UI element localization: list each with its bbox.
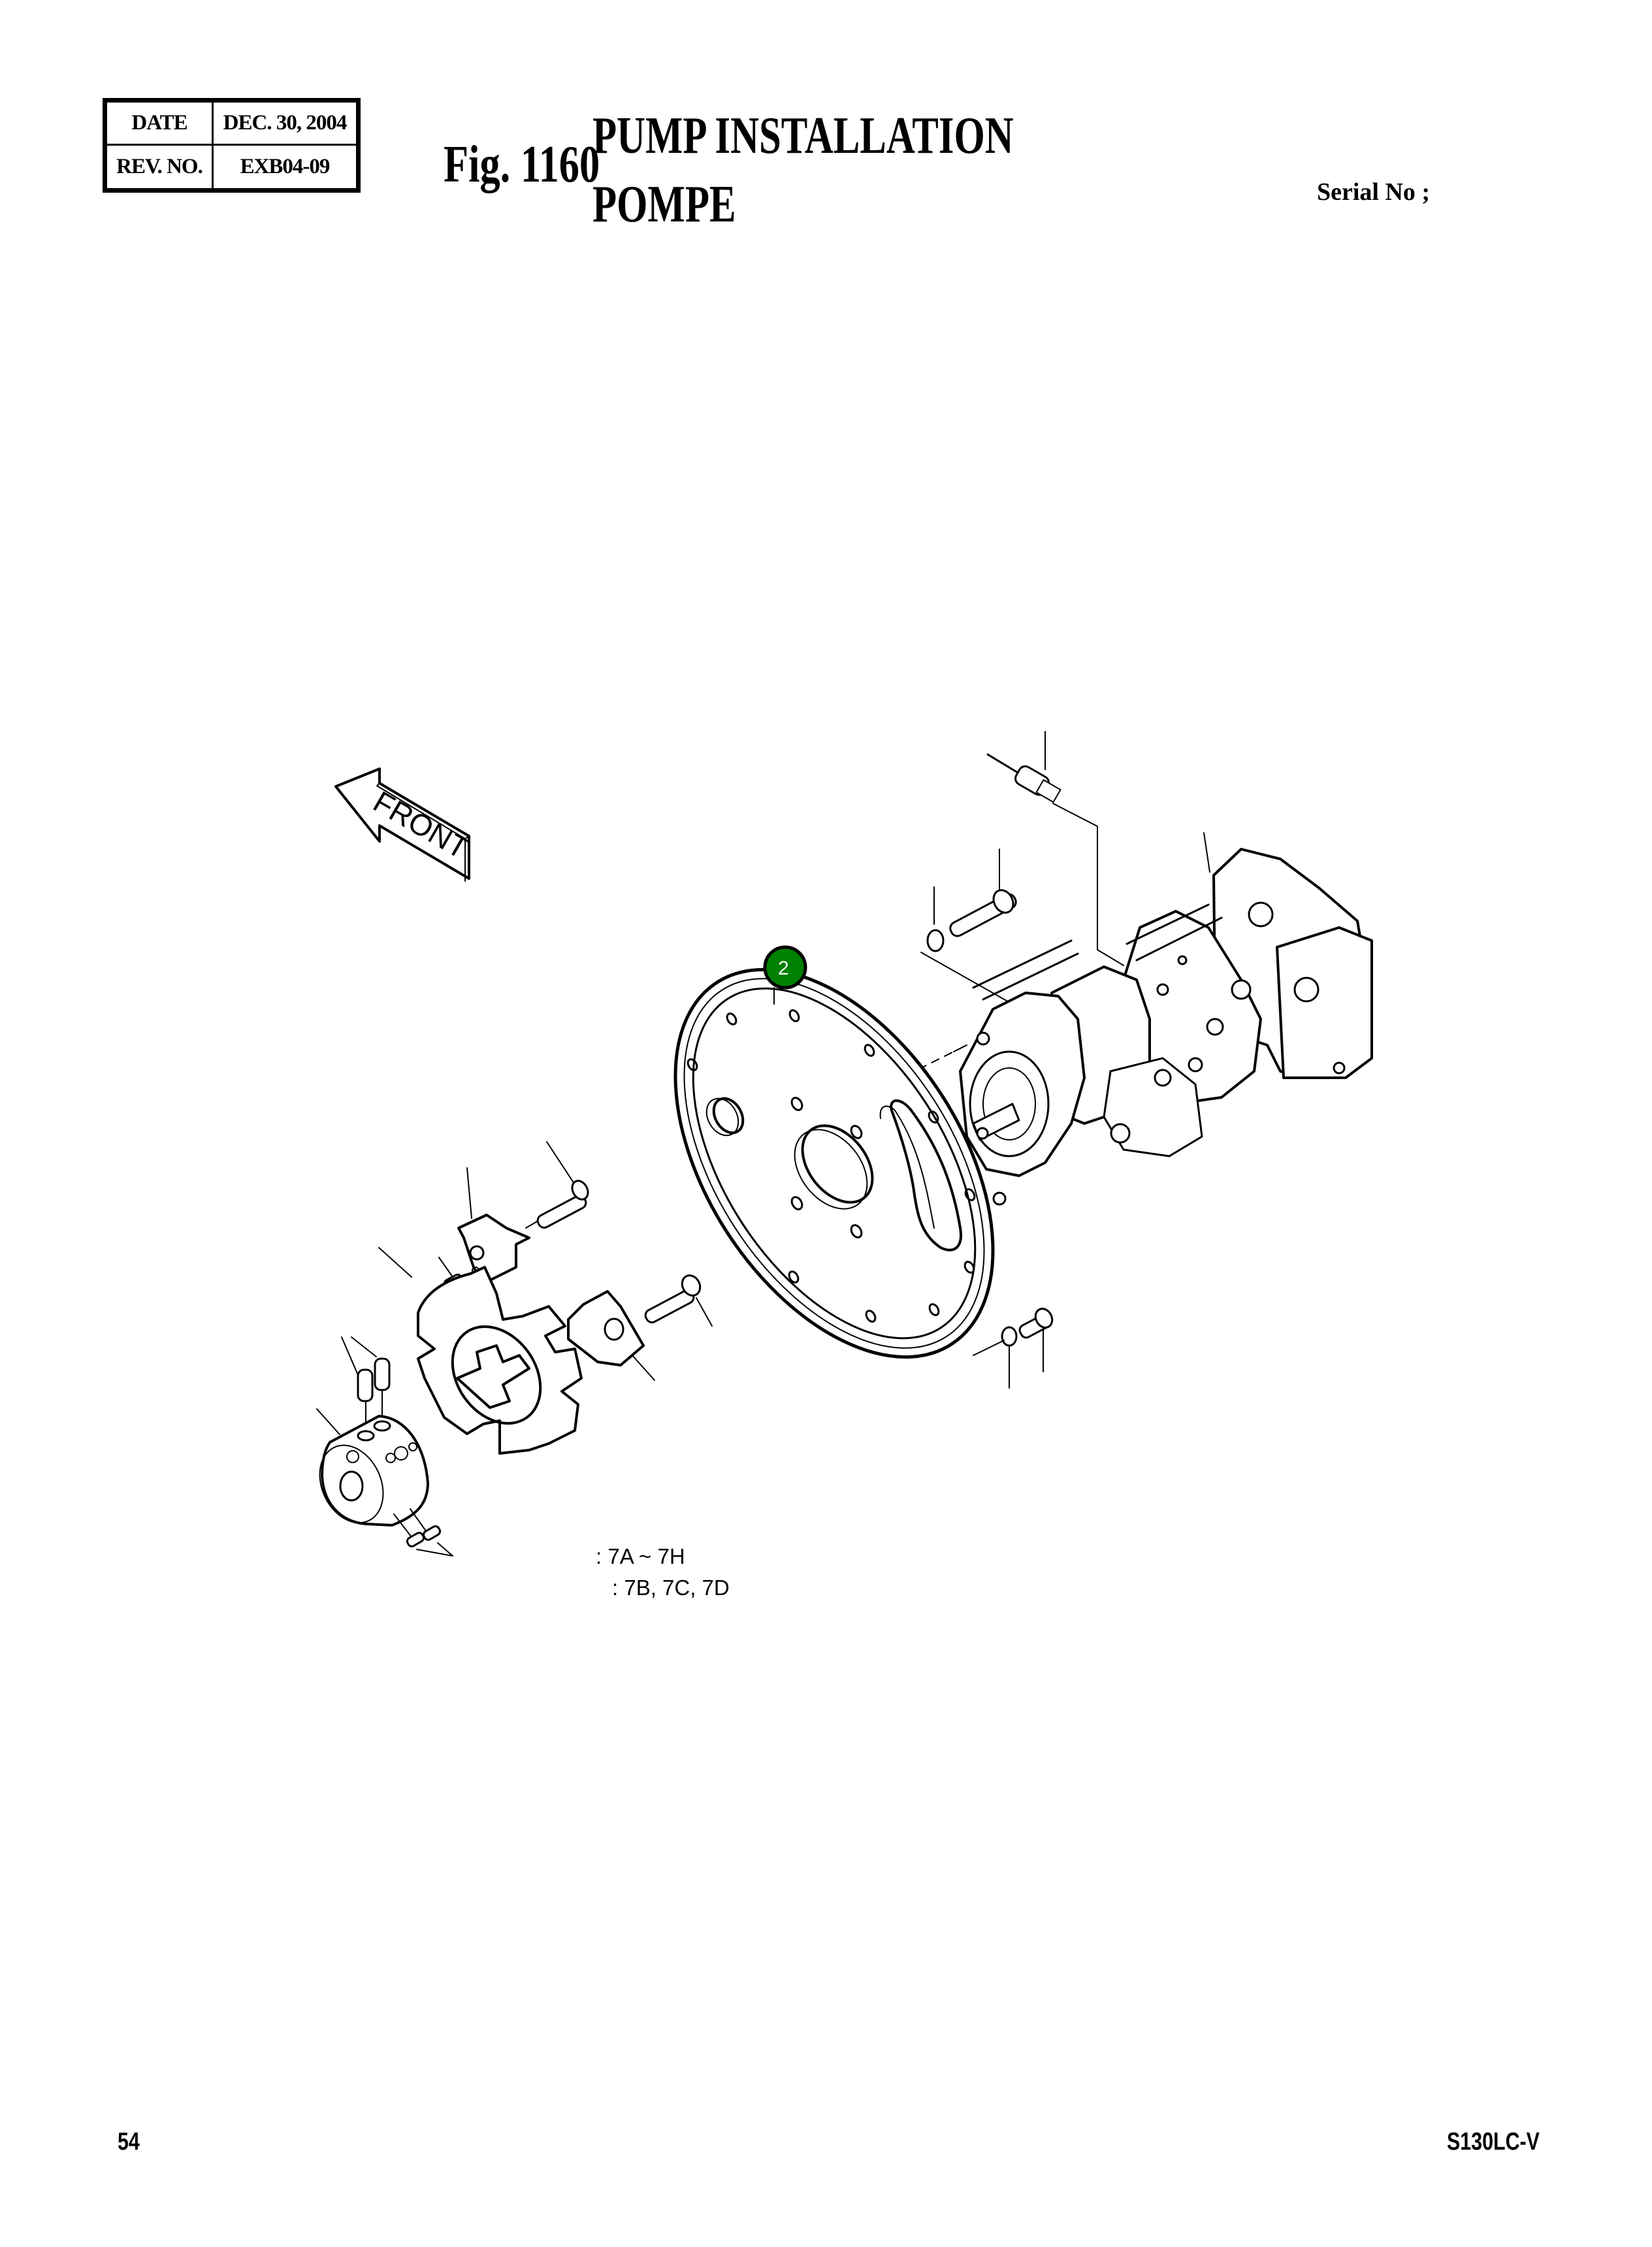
front-arrow-icon: FRONT (334, 768, 474, 882)
coupling-hub (316, 1336, 453, 1557)
coupling-spider (378, 1247, 583, 1455)
legend-line-1: : 7A ~ 7H (596, 1544, 685, 1568)
page-title-french: POMPE (592, 176, 736, 233)
page-title-english: PUMP INSTALLATION (592, 107, 1014, 165)
pressure-sensor (986, 731, 1124, 966)
coupling-clamp-upper (438, 1141, 589, 1290)
pump-mounting-bolt (920, 849, 1017, 1007)
serial-number-label: Serial No ; (1317, 178, 1431, 206)
date-value: DEC. 30, 2004 (214, 103, 356, 146)
rev-no-value: EXB04-09 (240, 154, 331, 178)
rev-no-label: REV. NO. (107, 145, 214, 188)
callout-number: 2 (778, 958, 789, 979)
hydraulic-pump (959, 832, 1373, 1206)
legend-line-2: : 7B, 7C, 7D (612, 1576, 730, 1600)
flange-bolt (973, 1308, 1054, 1389)
callout-badge-2[interactable]: 2 (763, 945, 807, 1005)
date-label: DATE (107, 103, 214, 146)
coupling-clamp-lower (567, 1274, 713, 1381)
revision-table: DATE DEC. 30, 2004 REV. NO. EXB04-09 (103, 98, 361, 193)
page-number: 54 (118, 2128, 140, 2156)
figure-number: Fig. 1160 (444, 136, 600, 193)
model-number: S130LC-V (1447, 2128, 1540, 2156)
flange-plate (673, 968, 995, 1359)
